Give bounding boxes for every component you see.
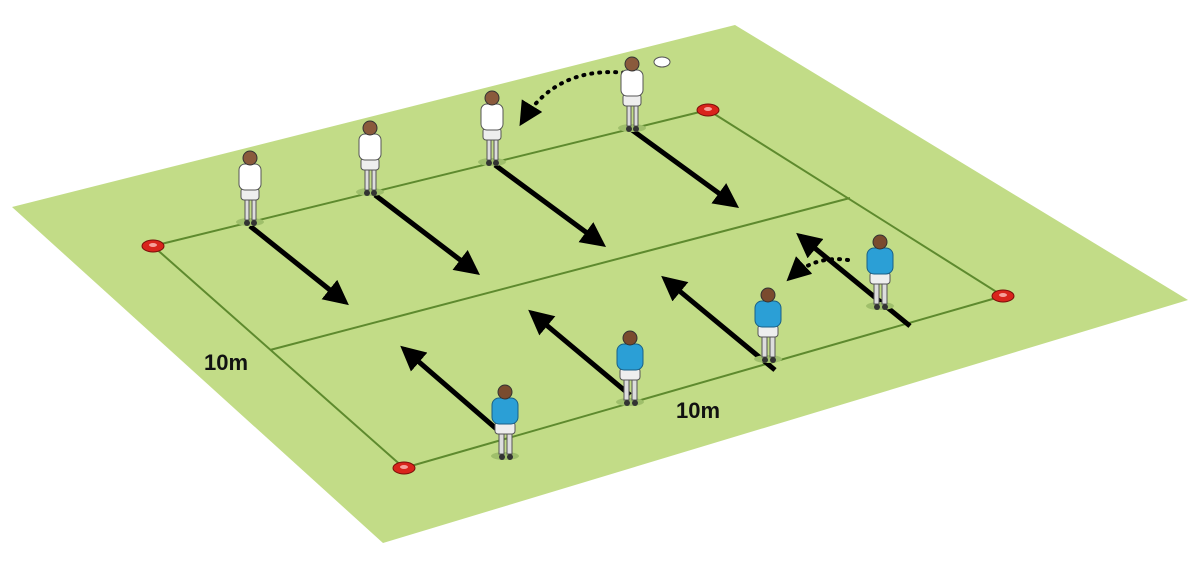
width-label: 10m	[204, 350, 248, 375]
run-arrows	[248, 127, 912, 434]
cone-marker	[696, 103, 720, 117]
cone-marker	[141, 239, 165, 253]
pitch	[12, 25, 1188, 543]
cone-marker	[392, 461, 416, 475]
cone-marker	[991, 289, 1015, 303]
length-label: 10m	[676, 398, 720, 423]
ball-icon	[653, 56, 671, 68]
